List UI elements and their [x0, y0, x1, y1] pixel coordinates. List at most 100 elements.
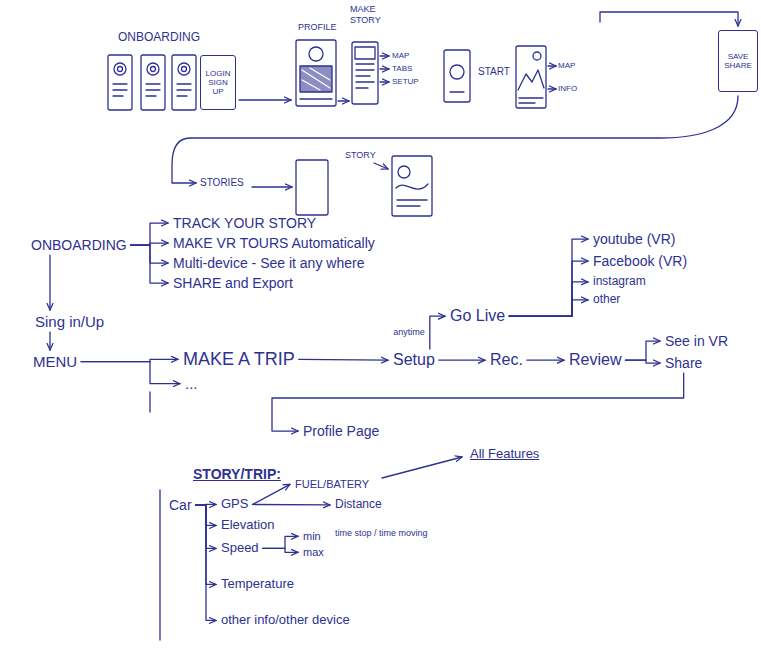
wireframe-sketches [108, 12, 738, 640]
screen-arrow [548, 65, 556, 66]
profile-image [300, 66, 332, 92]
node-text: Profile Page [303, 423, 379, 439]
sketch-label: STORY/TRIP: [193, 466, 281, 483]
connector-layer [50, 223, 684, 620]
node-text: other [593, 293, 620, 307]
flow-arrow [509, 261, 588, 316]
flow-step: other info/other device [218, 612, 353, 629]
screen-box: SAVE SHARE [718, 30, 758, 92]
flow-step: See in VR [662, 332, 731, 350]
flow-step: Speed [218, 540, 262, 557]
flow-step: max [300, 545, 327, 560]
story-image [398, 166, 410, 178]
screen-lines [356, 64, 374, 88]
flow-arrow [509, 239, 588, 316]
node-text: GPS [221, 497, 248, 512]
node-text: Speed [221, 541, 259, 556]
flow-step: ONBOARDING [28, 236, 130, 254]
sketch-label: MAP [558, 61, 575, 71]
node-text: Distance [335, 498, 382, 512]
mountain-sketch [518, 70, 544, 90]
phone-screen [296, 160, 328, 215]
flow-step: GPS [218, 496, 251, 513]
flow-arrow [263, 536, 298, 548]
sketch-label: TABS [392, 64, 412, 74]
screen-arrow [600, 12, 738, 26]
node-text: Share [665, 355, 702, 371]
sketch-label: MAP [392, 51, 409, 61]
sketch-label: ONBOARDING [118, 30, 200, 44]
flow-step: Elevation [218, 517, 277, 534]
node-text: max [303, 546, 324, 559]
flow-step: SHARE and Export [170, 274, 296, 292]
menu-stub-line [149, 392, 150, 412]
return-arrow [172, 96, 738, 183]
flow-arrow [439, 360, 485, 361]
sketch-label: STORIES [200, 177, 244, 189]
node-text: Go Live [450, 307, 505, 325]
flow-arrow [49, 255, 50, 310]
flow-step: youtube (VR) [590, 230, 678, 248]
node-text: SHARE and Export [173, 275, 293, 291]
flow-step: ... [182, 374, 201, 393]
flow-step: Setup [390, 350, 438, 370]
flow-arrow [131, 245, 168, 283]
node-text: Sing in/Up [35, 313, 104, 330]
flow-arrow [131, 245, 168, 263]
sketch-label: STORY [345, 150, 376, 161]
phone-screen [172, 55, 196, 110]
image-hatching [302, 68, 330, 90]
screen-arrow [252, 186, 292, 187]
phone-screen [444, 50, 470, 102]
node-text: other info/other device [221, 613, 350, 628]
node-text: TRACK YOUR STORY [173, 215, 316, 231]
sketch-label: SETUP [392, 77, 419, 87]
flow-step: Distance [332, 497, 385, 513]
node-text: instagram [593, 275, 646, 289]
flow-step: MAKE VR TOURS Automatically [170, 234, 378, 252]
flow-arrow [49, 332, 50, 350]
bracket-line [159, 490, 160, 640]
sketch-label: All Features [470, 446, 539, 462]
screen-box: LOGIN SIGN UP [200, 55, 236, 110]
node-text: Temperature [221, 577, 294, 592]
screen-icon [178, 63, 190, 75]
flow-step: min [300, 529, 324, 544]
flow-step: Sing in/Up [32, 312, 107, 331]
flow-step: MAKE A TRIP [180, 348, 298, 371]
flow-step: Rec. [487, 350, 526, 370]
flow-arrow [509, 282, 588, 316]
node-text: Facebook (VR) [593, 253, 687, 269]
node-text: MENU [33, 353, 77, 370]
sketch-label: time stop / time moving [335, 528, 428, 539]
node-text: SAVE SHARE [721, 52, 755, 70]
node-text: Elevation [221, 518, 274, 533]
node-text: MAKE VR TOURS Automatically [173, 235, 375, 251]
screen-arrow [380, 55, 389, 56]
node-text: Review [569, 351, 621, 369]
flow-arrow [527, 360, 564, 361]
node-text: youtube (VR) [593, 231, 675, 247]
screen-lines [300, 98, 332, 99]
flow-step: Review [566, 350, 624, 370]
screen-arrow [374, 163, 388, 169]
flow-step: Share [662, 354, 705, 372]
flow-arrow [252, 504, 330, 506]
screen-lines [519, 98, 543, 103]
node-text: MAKE A TRIP [183, 349, 295, 370]
node-text: Car [169, 497, 192, 513]
sketch-label: PROFILE [298, 22, 337, 33]
sun-sketch [533, 52, 541, 60]
phone-screen [296, 40, 336, 106]
flow-step: Car [166, 496, 195, 514]
screen-lines [450, 91, 464, 92]
start-button [450, 65, 464, 79]
flow-arrow [509, 300, 588, 316]
flow-step: instagram [590, 274, 649, 290]
phone-screen [352, 42, 378, 104]
edge-label: anytime [392, 327, 426, 338]
screen-arrow [548, 88, 556, 89]
screen-icon [114, 63, 126, 75]
